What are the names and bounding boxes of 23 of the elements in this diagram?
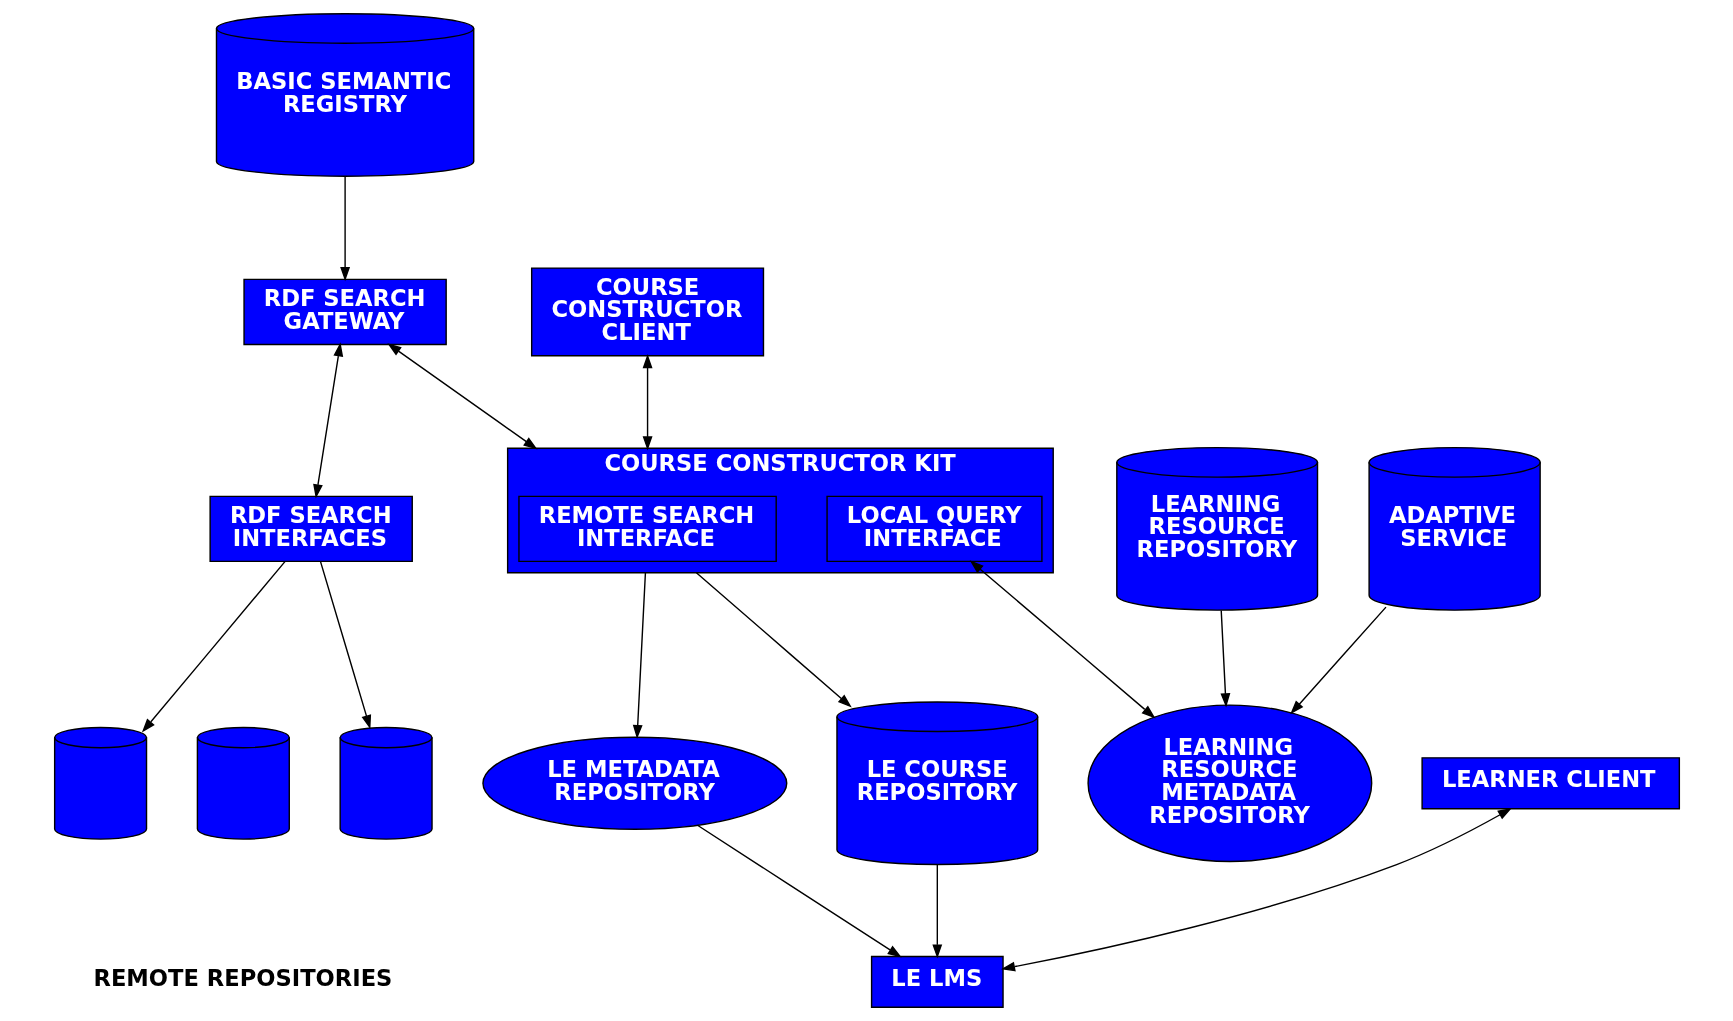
node-box: REMOTE SEARCH INTERFACE xyxy=(517,495,777,563)
arrow xyxy=(319,560,371,730)
arrow xyxy=(1289,606,1387,715)
arrow xyxy=(969,560,1156,719)
arrow xyxy=(141,560,286,733)
arrow xyxy=(632,572,646,740)
arrow xyxy=(695,572,852,708)
node-box: COURSE CONSTRUCTOR CLIENT xyxy=(530,267,764,357)
node-ellipse: LE METADATA REPOSITORY xyxy=(481,736,787,830)
node-box: RDF SEARCH INTERFACES xyxy=(208,495,413,563)
arrow xyxy=(1219,609,1230,708)
node-box: LOCAL QUERY INTERFACE xyxy=(825,495,1043,563)
arrow xyxy=(339,176,350,282)
label: REMOTE REPOSITORIES xyxy=(93,964,392,991)
arrow xyxy=(1000,808,1512,972)
arrow xyxy=(386,343,537,450)
node-box: RDF SEARCH GATEWAY xyxy=(242,278,447,346)
arrow xyxy=(312,342,343,499)
arrow xyxy=(931,864,942,959)
arrow xyxy=(642,354,653,451)
arrow xyxy=(696,824,902,958)
node-box: LE LMS xyxy=(870,955,1004,1008)
node-box: LEARNER CLIENT xyxy=(1420,757,1680,810)
